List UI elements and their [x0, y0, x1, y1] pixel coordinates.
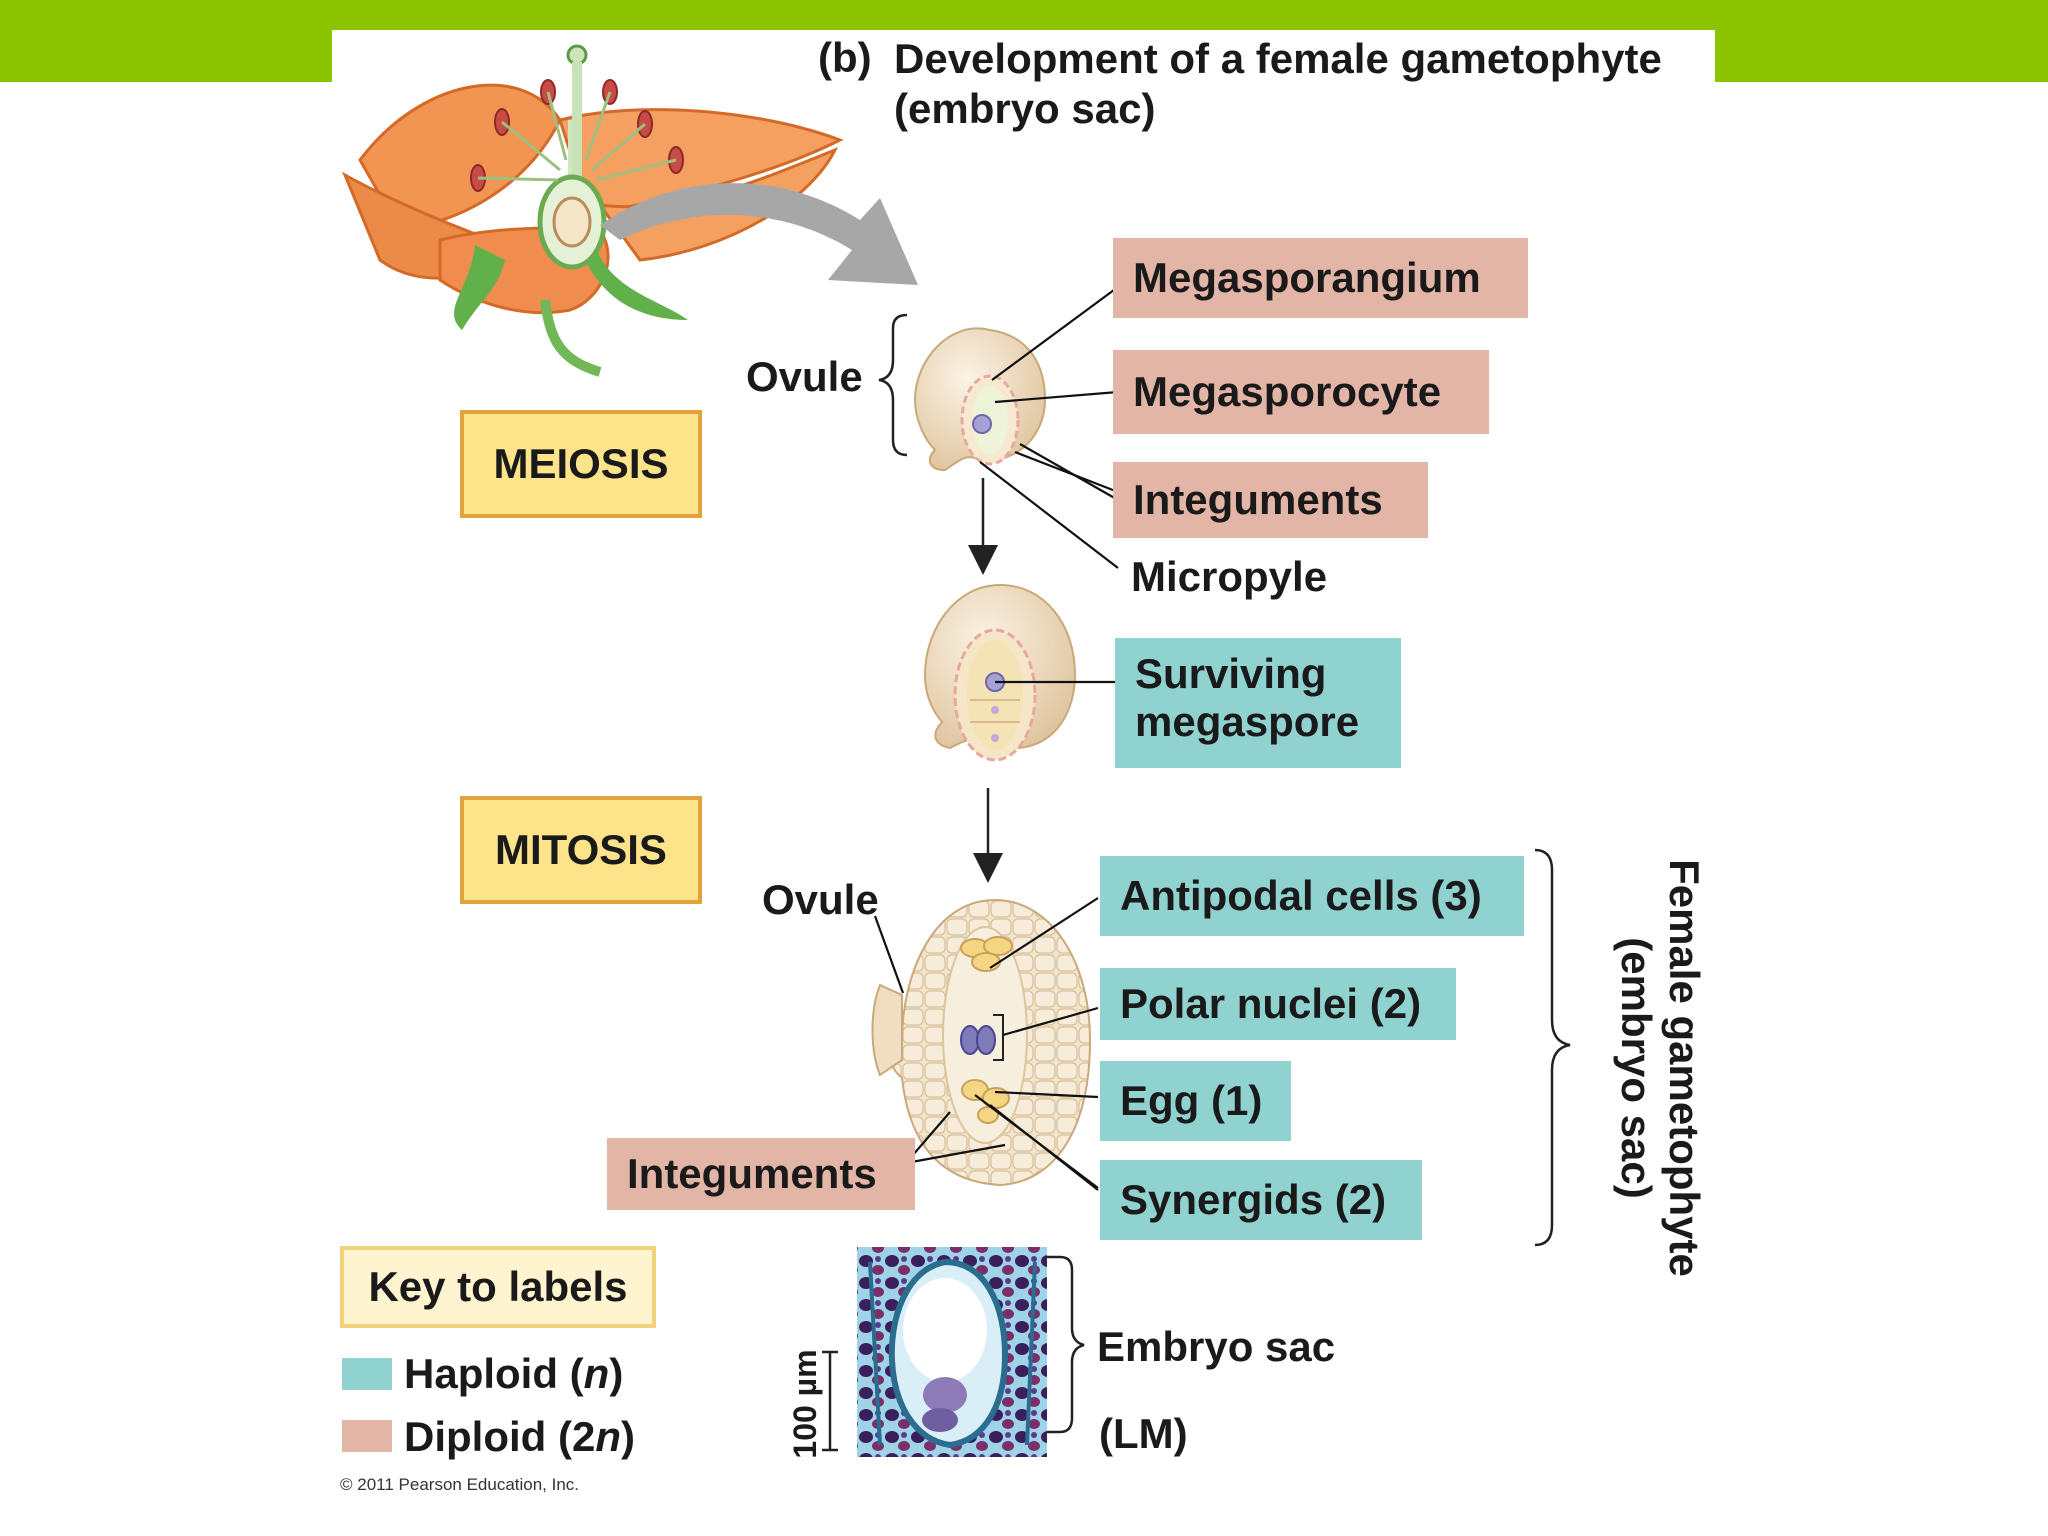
ovule-stage-3	[871, 898, 1092, 1187]
embryo-sac-brace	[1040, 1255, 1085, 1434]
female-gametophyte-line-2: (embryo sac)	[1613, 937, 1660, 1199]
female-gametophyte-brace	[1534, 848, 1571, 1247]
scale-bar	[822, 1350, 838, 1452]
flower-to-ovule-arrow	[600, 183, 918, 285]
embryo-sac-label: Embryo sac	[1097, 1323, 1336, 1370]
key-title: Key to labels	[340, 1246, 656, 1328]
title-line-1: Development of a female gametophyte	[894, 35, 1662, 82]
lily-flower-illustration	[341, 44, 844, 377]
surviving-megaspore-label: Surviving megaspore	[1115, 638, 1401, 768]
female-gametophyte-line-1: Female gametophyte	[1661, 859, 1708, 1277]
megasporangium-label: Megasporangium	[1113, 238, 1528, 318]
haploid-key-symbol: n	[583, 1350, 610, 1397]
meiosis-label: MEIOSIS	[460, 410, 702, 518]
header-bar-left	[0, 0, 332, 82]
egg-label: Egg (1)	[1100, 1061, 1291, 1141]
integuments-bottom-label: Integuments	[607, 1138, 915, 1210]
megasporocyte-label: Megasporocyte	[1113, 350, 1489, 434]
lm-micrograph	[857, 1247, 1047, 1457]
panel-letter: (b)	[818, 34, 872, 81]
haploid-key-suffix: )	[609, 1350, 624, 1397]
ovule-top-brace	[878, 313, 908, 457]
diploid-key-prefix: Diploid (2	[404, 1413, 596, 1460]
synergids-label: Synergids (2)	[1100, 1160, 1422, 1240]
header-bar-strip	[332, 0, 1715, 30]
ovule-label-top: Ovule	[746, 353, 863, 400]
mitosis-label: MITOSIS	[460, 796, 702, 904]
scale-bar-label: 100 µm	[787, 1349, 823, 1459]
header-bar-right	[1715, 0, 2048, 82]
polar-nuclei-label: Polar nuclei (2)	[1100, 968, 1456, 1040]
diploid-key-symbol: n	[595, 1413, 621, 1460]
haploid-swatch	[342, 1358, 392, 1390]
copyright-notice: © 2011 Pearson Education, Inc.	[340, 1475, 580, 1494]
title-line-2: (embryo sac)	[894, 85, 1156, 132]
lm-label: (LM)	[1099, 1410, 1188, 1457]
micropyle-label: Micropyle	[1131, 553, 1328, 600]
diploid-key-label: Diploid (2n)	[404, 1413, 635, 1461]
antipodal-cells-label: Antipodal cells (3)	[1100, 856, 1524, 936]
female-gametophyte-label: Female gametophyte (embryo sac)	[1612, 838, 1708, 1298]
leader-lines	[873, 286, 1119, 1191]
haploid-key-label: Haploid (n)	[404, 1350, 623, 1398]
page-title: Development of a female gametophyte (emb…	[894, 34, 1662, 134]
diploid-swatch	[342, 1420, 392, 1452]
ovule-label-bottom: Ovule	[762, 876, 879, 923]
ovule-stage-2	[923, 583, 1077, 762]
haploid-key-prefix: Haploid (	[404, 1350, 584, 1397]
diploid-key-suffix: )	[620, 1413, 635, 1460]
integuments-top-label: Integuments	[1113, 462, 1428, 538]
